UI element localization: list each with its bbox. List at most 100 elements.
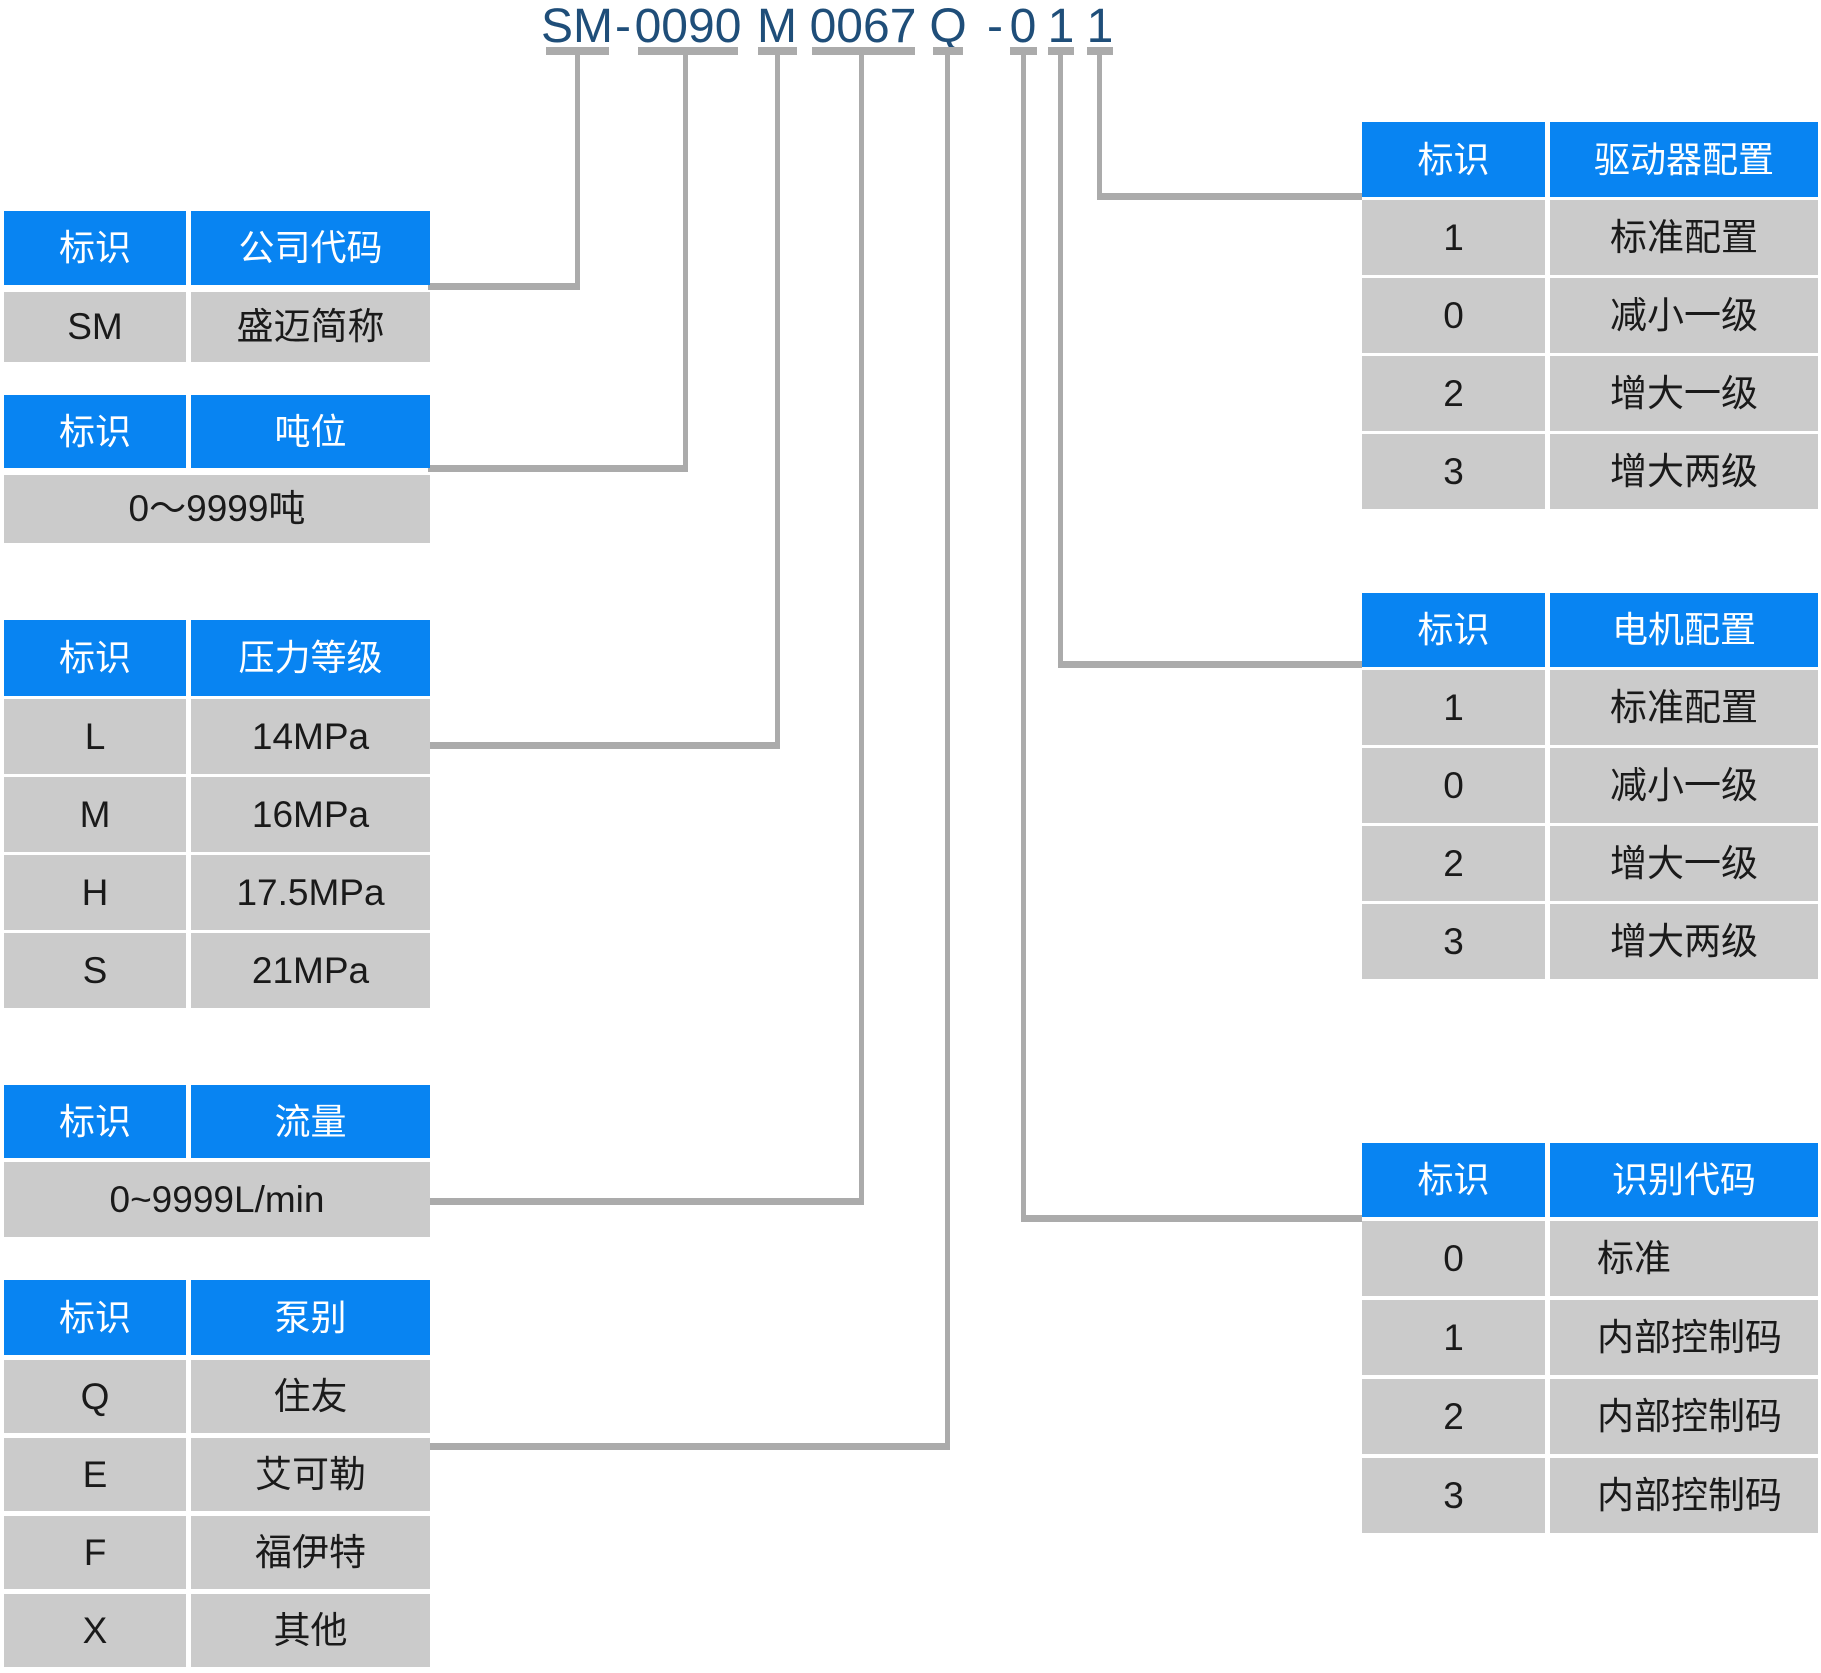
value-cell: 内部控制码 [1550, 1458, 1818, 1533]
underline-bar-flow [812, 47, 915, 55]
flow-table: 标识 流量 0~9999L/min [4, 1085, 430, 1237]
value-cell: 住友 [191, 1360, 430, 1433]
pump-brand-table: 标识 泵别 Q 住友 E 艾可勒 F 福伊特 X 其他 [4, 1280, 430, 1667]
underline-bar-pump [933, 47, 963, 55]
table-row: 3 增大两级 [1362, 434, 1818, 509]
connector-motor [1058, 661, 1362, 668]
code-cell: 1 [1362, 670, 1545, 745]
id-code-table: 标识 识别代码 0 标准 1 内部控制码 2 内部控制码 3 内部控制码 [1362, 1143, 1818, 1533]
value-cell: 内部控制码 [1550, 1300, 1818, 1375]
underline-bar-tonnage [638, 47, 738, 55]
header-cell: 标识 [4, 1280, 186, 1355]
header-cell: 吨位 [191, 395, 430, 468]
company-code-table: 标识 公司代码 SM 盛迈简称 [4, 211, 430, 362]
header-cell: 泵别 [191, 1280, 430, 1355]
value-cell: 减小一级 [1550, 748, 1818, 823]
value-cell: 内部控制码 [1550, 1379, 1818, 1454]
header-cell: 标识 [1362, 1143, 1545, 1217]
pressure-grade-table: 标识 压力等级 L 14MPa M 16MPa H 17.5MPa S 21MP… [4, 620, 430, 1008]
value-cell: 标准 [1550, 1221, 1818, 1296]
value-cell: 盛迈简称 [191, 292, 430, 362]
connector-id [1021, 1215, 1362, 1222]
table-row: 2 增大一级 [1362, 356, 1818, 431]
header-cell: 标识 [1362, 122, 1545, 197]
code-cell: 1 [1362, 200, 1545, 275]
value-cell: 16MPa [191, 777, 430, 852]
code-segment-hyphen2: - [987, 0, 1003, 53]
stem-company [575, 54, 580, 290]
value-cell: 14MPa [191, 699, 430, 774]
tonnage-table: 标识 吨位 0〜9999吨 [4, 395, 430, 543]
value-cell: 增大两级 [1550, 434, 1818, 509]
code-cell: SM [4, 292, 186, 362]
table-row: 0 标准 [1362, 1221, 1818, 1296]
code-cell: 3 [1362, 904, 1545, 979]
value-cell: 福伊特 [191, 1516, 430, 1589]
code-cell: 2 [1362, 1379, 1545, 1454]
header-cell: 电机配置 [1550, 593, 1818, 667]
header-cell: 标识 [1362, 593, 1545, 667]
table-row: F 福伊特 [4, 1516, 430, 1589]
code-cell: L [4, 699, 186, 774]
table-row: SM 盛迈简称 [4, 292, 430, 362]
code-cell: E [4, 1438, 186, 1511]
header-cell: 标识 [4, 620, 186, 696]
code-segment-id: 0 [1009, 0, 1037, 53]
header-cell: 识别代码 [1550, 1143, 1818, 1217]
value-cell: 21MPa [191, 933, 430, 1008]
value-cell: 0〜9999吨 [4, 475, 430, 543]
connector-driver [1097, 193, 1362, 200]
underline-bar-company [546, 47, 609, 55]
value-cell: 其他 [191, 1594, 430, 1667]
stem-tonnage [683, 54, 688, 472]
connector-pump [428, 1443, 950, 1450]
code-cell: Q [4, 1360, 186, 1433]
code-cell: 3 [1362, 434, 1545, 509]
value-cell: 增大两级 [1550, 904, 1818, 979]
code-segment-flow: 0067 [809, 0, 917, 53]
underline-bar-driver [1087, 47, 1113, 55]
table-row: E 艾可勒 [4, 1438, 430, 1511]
table-row: S 21MPa [4, 933, 430, 1008]
value-cell: 0~9999L/min [4, 1162, 430, 1237]
table-row: 0〜9999吨 [4, 475, 430, 543]
motor-config-table: 标识 电机配置 1 标准配置 0 减小一级 2 增大一级 3 增大两级 [1362, 593, 1818, 979]
code-segment-pressure: M [757, 0, 797, 53]
code-segment-driver: 1 [1086, 0, 1114, 53]
code-segment-motor: 1 [1047, 0, 1075, 53]
code-cell: F [4, 1516, 186, 1589]
header-cell: 公司代码 [191, 211, 430, 285]
header-cell: 标识 [4, 395, 186, 468]
value-cell: 艾可勒 [191, 1438, 430, 1511]
value-cell: 减小一级 [1550, 278, 1818, 353]
connector-tonnage [428, 465, 688, 472]
table-row: L 14MPa [4, 699, 430, 774]
stem-flow [859, 54, 864, 1205]
header-cell: 标识 [4, 211, 186, 285]
code-cell: 2 [1362, 356, 1545, 431]
code-segment-company: SM [541, 0, 613, 53]
code-cell: S [4, 933, 186, 1008]
table-row: 2 内部控制码 [1362, 1379, 1818, 1454]
stem-pressure [775, 54, 780, 749]
code-cell: 2 [1362, 826, 1545, 901]
header-cell: 标识 [4, 1085, 186, 1158]
underline-bar-id [1010, 47, 1037, 55]
table-row: Q 住友 [4, 1360, 430, 1433]
code-cell: 1 [1362, 1300, 1545, 1375]
value-cell: 增大一级 [1550, 356, 1818, 431]
code-segment-hyphen: - [615, 0, 631, 53]
value-cell: 增大一级 [1550, 826, 1818, 901]
table-row: 0 减小一级 [1362, 278, 1818, 353]
value-cell: 标准配置 [1550, 670, 1818, 745]
code-cell: 3 [1362, 1458, 1545, 1533]
connector-company [428, 283, 580, 290]
code-cell: 0 [1362, 278, 1545, 353]
underline-bar-motor [1048, 47, 1074, 55]
table-row: 1 内部控制码 [1362, 1300, 1818, 1375]
table-row: 1 标准配置 [1362, 670, 1818, 745]
underline-bar-pressure [758, 47, 797, 55]
header-cell: 压力等级 [191, 620, 430, 696]
stem-motor [1058, 54, 1063, 668]
table-row: 0~9999L/min [4, 1162, 430, 1237]
